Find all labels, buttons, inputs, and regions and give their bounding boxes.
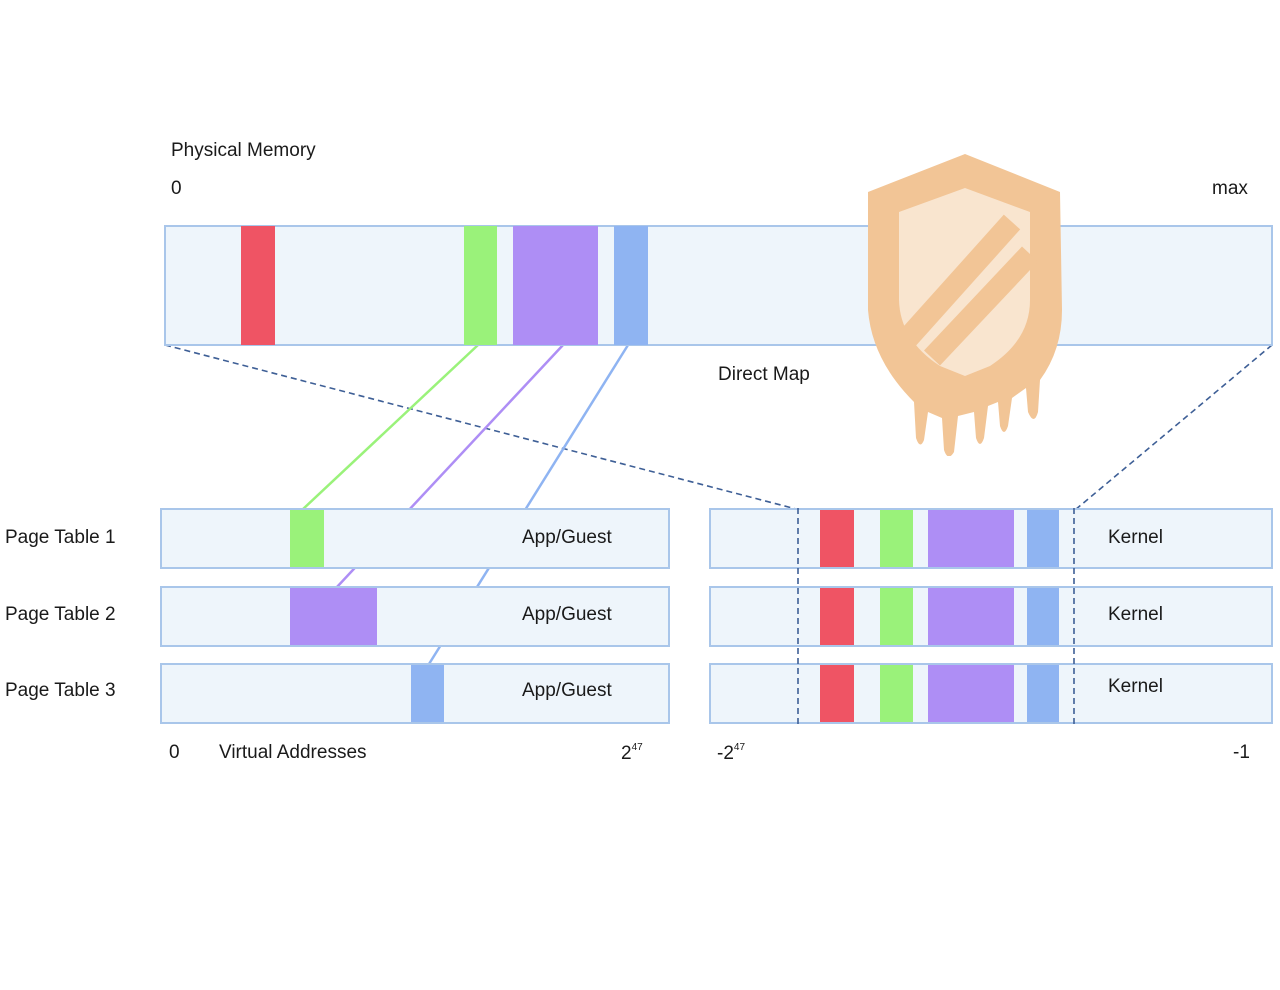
page-table-2-purple-block [290,588,377,645]
virtual-addresses-label: Virtual Addresses [219,742,367,763]
green-mapping-line [301,344,479,511]
page-table-3-blue-block [411,665,444,722]
physical-green-block [464,226,497,345]
kernel-axis-end-label: -1 [1233,742,1250,763]
physical-start-label: 0 [171,178,182,199]
page-table-2-user-bar [160,586,670,647]
user-axis-end-label: 247 [621,742,643,764]
user-axis-start-label: 0 [169,742,180,763]
page-table-1-kernel-purple-block [928,510,1014,567]
direct-map-label: Direct Map [718,364,810,385]
page-table-2-kernel-label: Kernel [1108,604,1163,625]
page-table-1-kernel-label: Kernel [1108,527,1163,548]
page-table-2-kernel-green-block [880,588,913,645]
physical-red-block [241,226,275,345]
page-table-3-label: Page Table 3 [5,680,116,701]
physical-memory-title: Physical Memory [171,140,316,161]
physical-blue-block [614,226,648,345]
page-table-1-kernel-red-block [820,510,854,567]
page-table-3-kernel-red-block [820,665,854,722]
direct-map-right-dashed-line [1074,344,1273,511]
page-table-1-kernel-green-block [880,510,913,567]
page-table-1-kernel-blue-block [1027,510,1059,567]
physical-memory-bar [164,225,1273,346]
page-table-2-kernel-blue-block [1027,588,1059,645]
kernel-axis-start-label: -247 [717,742,746,764]
page-table-2-kernel-red-block [820,588,854,645]
physical-purple-block [513,226,598,345]
page-table-3-user-label: App/Guest [522,680,612,701]
page-table-1-label: Page Table 1 [5,527,116,548]
page-table-3-kernel-label: Kernel [1108,676,1163,697]
page-table-3-kernel-purple-block [928,665,1014,722]
page-table-1-green-block [290,510,324,567]
page-table-2-label: Page Table 2 [5,604,116,625]
page-table-2-kernel-purple-block [928,588,1014,645]
page-table-1-user-label: App/Guest [522,527,612,548]
page-table-2-user-label: App/Guest [522,604,612,625]
physical-end-label: max [1212,178,1248,199]
page-table-3-kernel-blue-block [1027,665,1059,722]
page-table-3-kernel-green-block [880,665,913,722]
meltdown-shield-icon [862,150,1068,461]
page-table-1-user-bar [160,508,670,569]
